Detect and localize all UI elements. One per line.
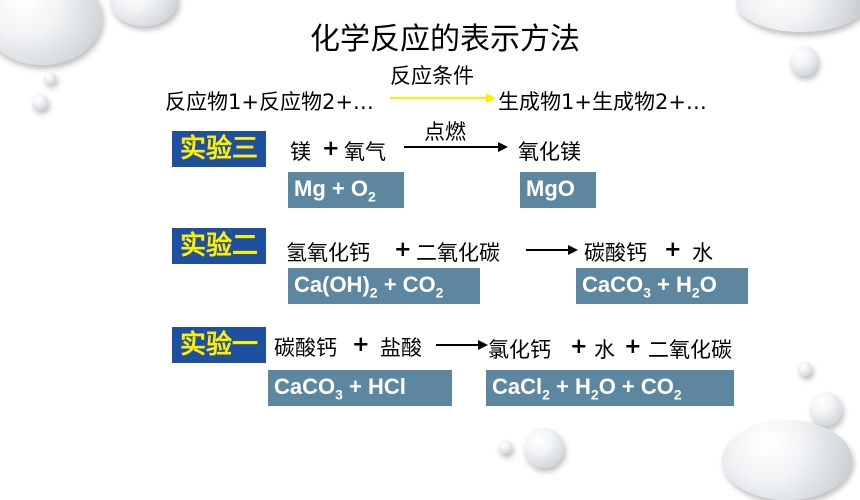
exp1-formula-products: CaCl2 + H2O + CO2	[486, 370, 734, 406]
experiment-3-label: 实验三	[172, 131, 266, 167]
water-drop-decoration	[498, 440, 512, 454]
experiment-1-label: 实验一	[172, 327, 266, 363]
exp3-plus: +	[322, 136, 340, 160]
general-reactants: 反应物1+反应物2+…	[165, 90, 374, 114]
exp1-reactant-b: 盐酸	[380, 336, 422, 360]
exp1-reactant-a: 碳酸钙	[274, 336, 337, 360]
exp1-product-a: 氯化钙	[488, 338, 551, 362]
exp3-formula-products: MgO	[520, 172, 596, 208]
exp1-plus-1: +	[352, 332, 370, 356]
exp1-product-b: 水	[594, 338, 615, 362]
experiment-2-label: 实验二	[172, 228, 266, 264]
water-drop-decoration	[44, 72, 56, 84]
exp2-plus-2: +	[664, 237, 682, 261]
general-products: 生成物1+生成物2+…	[498, 90, 707, 114]
exp2-product-a: 碳酸钙	[584, 241, 647, 265]
exp2-plus-1: +	[394, 237, 412, 261]
exp3-condition: 点燃	[424, 120, 466, 144]
exp1-product-c: 二氧化碳	[648, 338, 732, 362]
water-drop-decoration	[790, 46, 818, 76]
exp1-plus-2: +	[570, 334, 588, 358]
exp3-arrow-icon	[404, 142, 508, 152]
exp3-formula-reactants: Mg + O2	[288, 172, 404, 208]
exp1-formula-reactants: CaCO3 + HCl	[268, 370, 452, 406]
exp1-arrow-icon	[436, 340, 488, 350]
general-condition: 反应条件	[390, 64, 474, 88]
water-drop-decoration	[798, 362, 812, 376]
exp3-reactant-a: 镁	[290, 140, 311, 164]
exp1-plus-3: +	[624, 334, 642, 358]
exp3-product: 氧化镁	[518, 140, 581, 164]
exp2-reactant-a: 氢氧化钙	[286, 241, 370, 265]
water-drop-decoration	[722, 420, 852, 500]
general-arrow-icon	[390, 93, 496, 103]
exp3-reactant-b: 氧气	[344, 140, 386, 164]
exp2-formula-reactants: Ca(OH)2 + CO2	[288, 268, 480, 304]
water-drop-decoration	[524, 428, 564, 468]
exp2-reactant-b: 二氧化碳	[416, 241, 500, 265]
water-drop-decoration	[810, 392, 842, 426]
water-drop-decoration	[32, 94, 48, 110]
exp2-formula-products: CaCO3 + H2O	[576, 268, 748, 304]
exp2-product-b: 水	[692, 241, 713, 265]
page-title: 化学反应的表示方法	[310, 22, 580, 57]
exp2-arrow-icon	[526, 245, 578, 255]
